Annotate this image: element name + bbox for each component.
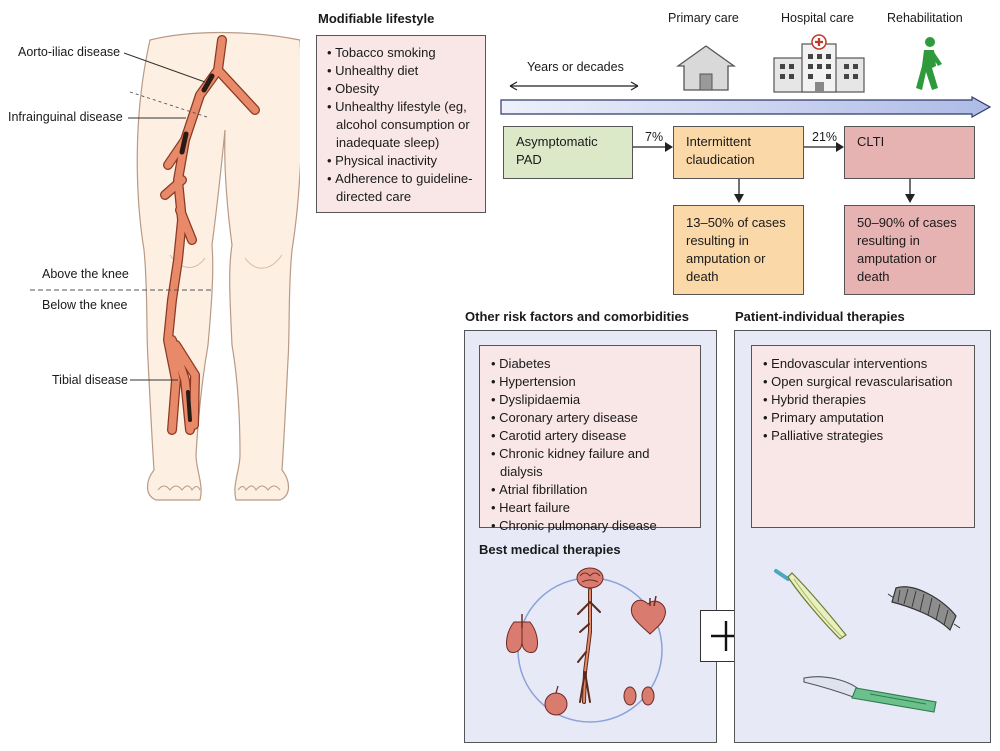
balloon-catheter-icon xyxy=(774,569,847,640)
primary-care-label: Primary care xyxy=(668,11,739,25)
therapies-list: Endovascular interventions Open surgical… xyxy=(763,355,966,445)
lungs-icon xyxy=(506,614,538,653)
legs-illustration xyxy=(30,31,300,501)
risk-item: Dyslipidaemia xyxy=(491,391,692,409)
ic-outcome-box: 13–50% of cases resulting in amputation … xyxy=(673,205,804,295)
scalpel-icon xyxy=(803,676,937,713)
lifestyle-heading: Modifiable lifestyle xyxy=(318,11,435,26)
vessel-tree xyxy=(577,588,601,704)
therapy-item: Palliative strategies xyxy=(763,427,966,445)
progression-rate-2: 21% xyxy=(812,130,838,144)
plaque-femoral xyxy=(179,131,189,155)
arrow-ic-to-clti xyxy=(804,142,844,152)
walking-person-icon xyxy=(916,37,942,90)
lifestyle-item: Unhealthy lifestyle (eg, alcohol consump… xyxy=(327,98,479,152)
lifestyle-box: Tobacco smoking Unhealthy diet Obesity U… xyxy=(316,35,486,213)
plaque-tibial xyxy=(186,390,192,422)
therapy-item: Primary amputation xyxy=(763,409,966,427)
artery-tree xyxy=(160,35,260,435)
risk-list-box: Diabetes Hypertension Dyslipidaemia Coro… xyxy=(479,345,701,533)
stent-icon xyxy=(887,586,961,632)
house-icon xyxy=(676,45,736,91)
heart-icon xyxy=(630,595,666,635)
risk-item: Hypertension xyxy=(491,373,692,391)
arrow-clti-to-outcome xyxy=(905,179,915,203)
risk-item: Carotid artery disease xyxy=(491,427,692,445)
lifestyle-item: Unhealthy diet xyxy=(327,62,479,80)
lifestyle-item: Adherence to guideline-directed care xyxy=(327,170,479,206)
below-knee-label: Below the knee xyxy=(42,298,128,312)
apple-icon xyxy=(544,685,568,716)
medical-therapies-heading: Best medical therapies xyxy=(479,542,621,557)
clti-outcome-box: 50–90% of cases resulting in amputation … xyxy=(844,205,975,295)
arrow-pad-to-ic xyxy=(633,142,673,152)
intermittent-claudication-box: Intermittent claudication xyxy=(673,126,804,179)
hospital-icon xyxy=(773,34,865,93)
therapies-heading: Patient-individual therapies xyxy=(735,309,905,324)
above-knee-label: Above the knee xyxy=(42,267,129,281)
risk-item: Heart failure xyxy=(491,499,692,517)
left-toes xyxy=(157,485,201,491)
risk-item: Coronary artery disease xyxy=(491,409,692,427)
right-knee-shading xyxy=(244,254,283,269)
kidneys-icon xyxy=(623,686,655,706)
right-toes xyxy=(237,485,281,491)
therapy-item: Hybrid therapies xyxy=(763,391,966,409)
hospital-care-label: Hospital care xyxy=(781,11,854,25)
infrainguinal-label: Infrainguinal disease xyxy=(8,110,123,124)
risk-item: Chronic pulmonary disease xyxy=(491,517,692,535)
therapy-item: Open surgical revascularisation xyxy=(763,373,966,391)
therapy-item: Endovascular interventions xyxy=(763,355,966,373)
years-double-arrow xyxy=(509,81,639,91)
risk-item: Chronic kidney failure and dialysis xyxy=(491,445,692,481)
plaque-iliac xyxy=(201,73,215,93)
risk-heading: Other risk factors and comorbidities xyxy=(465,309,689,324)
aorto-iliac-label: Aorto-iliac disease xyxy=(18,45,121,59)
brain-icon xyxy=(576,567,604,589)
asymptomatic-pad-box: Asymptomatic PAD xyxy=(503,126,633,179)
clti-box: CLTI xyxy=(844,126,975,179)
risk-item: Atrial fibrillation xyxy=(491,481,692,499)
timeline-arrow xyxy=(500,96,992,118)
aorto-iliac-leader xyxy=(123,52,206,83)
tibial-label: Tibial disease xyxy=(52,373,128,387)
years-label: Years or decades xyxy=(527,60,624,74)
arrow-ic-to-outcome xyxy=(734,179,744,203)
artery-fill xyxy=(161,36,259,434)
rehabilitation-label: Rehabilitation xyxy=(887,11,963,25)
organ-circle-illustration xyxy=(506,567,666,723)
lifestyle-item: Physical inactivity xyxy=(327,152,479,170)
left-knee-shading xyxy=(169,254,206,268)
risk-list: Diabetes Hypertension Dyslipidaemia Coro… xyxy=(491,355,692,535)
progression-rate-1: 7% xyxy=(645,130,664,144)
therapies-list-box: Endovascular interventions Open surgical… xyxy=(751,345,975,528)
risk-item: Diabetes xyxy=(491,355,692,373)
infrainguinal-dashed-line xyxy=(129,91,211,119)
legs-skin-outline xyxy=(136,31,300,501)
lifestyle-item: Obesity xyxy=(327,80,479,98)
lifestyle-list: Tobacco smoking Unhealthy diet Obesity U… xyxy=(327,44,479,206)
lifestyle-item: Tobacco smoking xyxy=(327,44,479,62)
